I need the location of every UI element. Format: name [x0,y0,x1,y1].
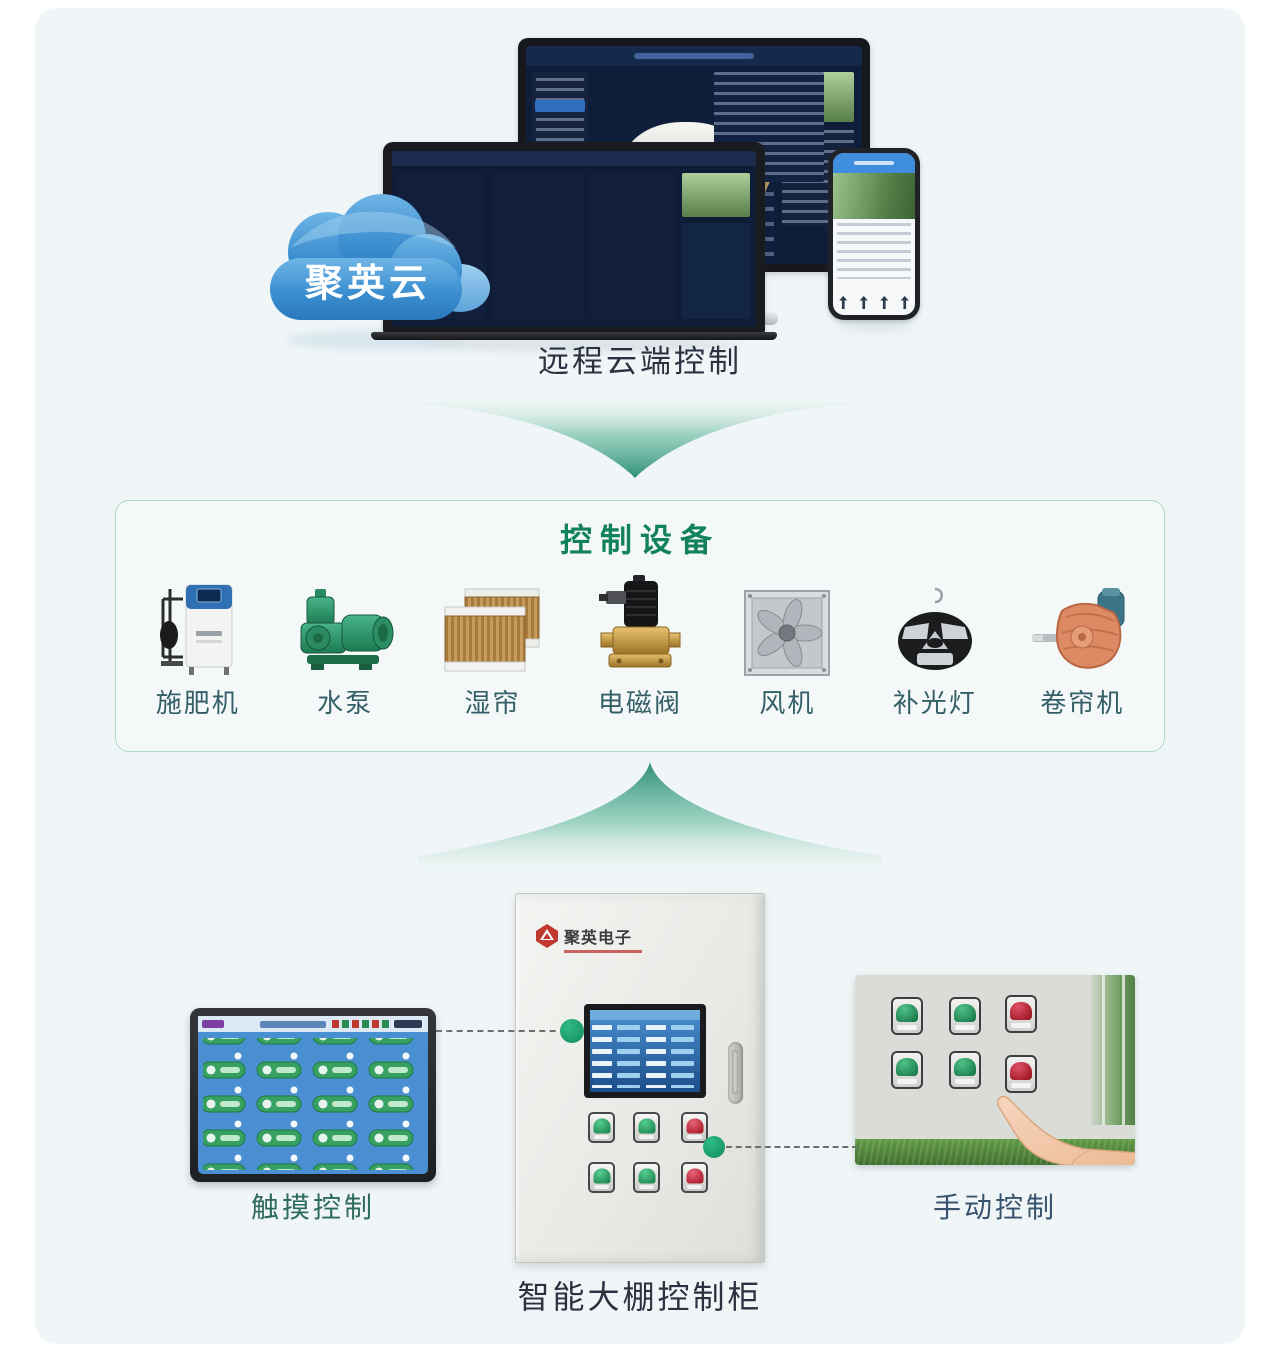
phone-sensor-list [837,223,911,279]
phone-valve-icon [900,296,909,309]
device-label: 风机 [759,688,816,718]
device-item-pump: 水泵 [272,567,418,720]
exhaust-fan-icon [744,590,831,676]
greenhouse-pole [1102,975,1105,1125]
laptop-base [371,332,777,340]
solenoid-valve-icon [598,575,681,668]
manual-button-green [949,997,981,1035]
manual-button-green [891,1051,923,1089]
connector-dot-screen [560,1019,584,1043]
cabinet-brand: 聚英电子 [536,924,642,953]
device-item-roller: 卷帘机 [1009,567,1155,720]
phone-action-icons [833,296,915,309]
arrow-up-icon [418,760,882,874]
roller-shutter-motor-icon [1032,588,1125,669]
control-cabinet: 聚英电子 [515,893,765,1263]
control-devices-box: 控制设备 施肥机 [115,500,1165,752]
device-item-solenoid: 电磁阀 [567,567,713,720]
greenhouse-background [1091,975,1135,1125]
cabinet-brand-text: 聚英电子 [564,930,633,947]
phone-valve-icon [880,296,889,309]
remote-cloud-caption: 远程云端控制 [538,344,742,379]
cabinet-caption: 智能大棚控制柜 [517,1279,763,1315]
phone-valve-icon [859,296,868,309]
cabinet-button-green [588,1162,615,1193]
greenhouse-pole [1122,975,1125,1125]
laptop-reflection [420,338,740,352]
cabinet-hmi-screen [584,1004,706,1098]
pointing-hand [997,1095,1135,1165]
fertilizer-machine-icon [159,584,233,675]
wet-curtain-icon [444,588,540,672]
connector-dot-buttons [703,1136,725,1158]
cabinet-button-green [633,1112,660,1143]
touch-screen-panel [190,1008,436,1182]
device-item-wet-curtain: 湿帘 [420,567,566,720]
manual-button-green [891,997,923,1035]
grow-light-icon [897,587,972,670]
laptop-screen [392,151,756,327]
juying-logo-icon [536,924,558,948]
cabinet-button-green [633,1162,660,1193]
phone-app-header [833,153,915,173]
device-item-fertilizer: 施肥机 [125,567,271,720]
touch-control-caption: 触摸控制 [250,1192,375,1223]
device-label: 电磁阀 [597,688,682,718]
arrow-down-icon [400,396,870,480]
phone-valve-icon [839,296,848,309]
laptop-chart-panel [682,223,750,319]
laptop [383,142,765,334]
device-label: 卷帘机 [1040,688,1125,718]
cabinet-button-green [588,1112,615,1143]
device-label: 施肥机 [155,688,240,718]
cabinet-button-red [681,1162,708,1193]
devices-box-title: 控制设备 [559,522,720,558]
cloud-graphic: 聚英云 [260,190,492,342]
device-label: 湿帘 [464,688,521,718]
manual-control-caption: 手动控制 [932,1192,1057,1223]
manual-button-red [1005,995,1037,1033]
laptop-dashboard-header [392,151,756,166]
phone-reflection [838,322,914,332]
manual-button-green [949,1051,981,1089]
device-label: 补光灯 [892,688,977,718]
smartphone [828,148,920,320]
juying-cloud-icon: 聚英云 [270,194,490,320]
manual-button-red [1005,1055,1037,1093]
phone-photo [833,173,915,219]
devices-row: 施肥机 [124,567,1156,720]
manual-control-photo [855,975,1135,1165]
cloud-label: 聚英云 [304,263,431,305]
cabinet-button-red [681,1112,708,1143]
dashboard-header [526,46,862,66]
cabinet-handle [728,1042,743,1104]
device-item-fan: 风机 [714,567,860,720]
connector-line-manual [726,1146,858,1148]
device-item-light: 补光灯 [862,567,1008,720]
water-pump-icon [300,589,394,670]
cabinet-brand-subline [564,950,642,953]
phone-screen [833,153,915,315]
laptop-photo-thumb [682,173,750,217]
device-label: 水泵 [317,688,374,718]
connector-line-touch [436,1030,566,1032]
